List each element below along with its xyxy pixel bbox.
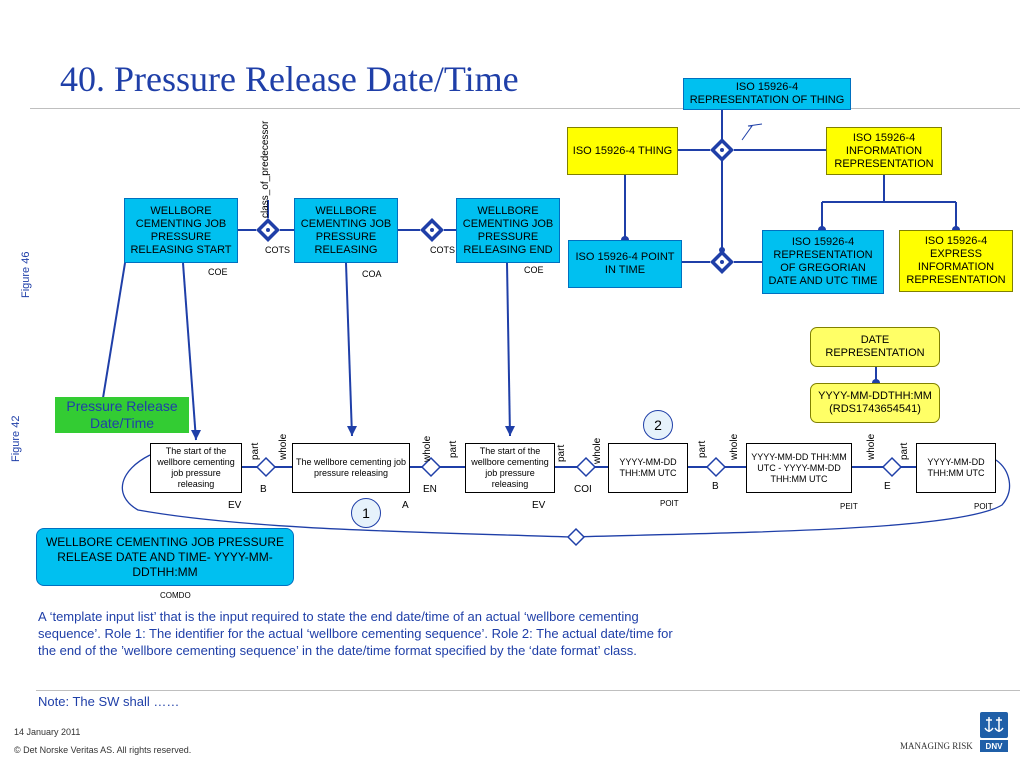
wellbore-releasing-box: WELLBORE CEMENTING JOB PRESSURE RELEASIN… [294,198,398,263]
coi-label: COI [574,484,592,495]
figure-46-label: Figure 46 [20,251,32,298]
whole-label: whole [422,435,433,462]
description-text: A ‘template input list’ that is the inpu… [38,609,673,658]
cots-label-1: COTS [265,245,291,255]
wellbore-end-box: WELLBORE CEMENTING JOB PRESSURE RELEASIN… [456,198,560,263]
wellbore-start-box: WELLBORE CEMENTING JOB PRESSURE RELEASIN… [124,198,238,263]
part-label: part [556,444,567,462]
role-1-circle: 1 [351,498,381,528]
iso-information-representation-box: ISO 15926-4 INFORMATION REPRESENTATION [826,127,942,175]
peit-label: PEIT [840,502,858,511]
b-label-2: B [712,481,719,492]
part-label: part [448,440,459,458]
cots-label-2: COTS [430,245,456,255]
dnv-logo-text: DNV [980,740,1008,752]
managing-risk-label: MANAGING RISK [900,741,973,751]
footer-copyright: © Det Norske Veritas AS. All rights rese… [14,745,192,755]
role-2-circle: 2 [643,410,673,440]
note-text: Note: The SW shall …… [38,694,180,709]
whole-label: whole [592,437,603,464]
b-label-1: B [260,484,267,495]
instance-end-box: The start of the wellbore cementing job … [465,443,555,493]
class-of-predecessor-label: class_of_predecessor [260,120,271,218]
note-rule [36,690,1020,691]
part-label: part [250,442,261,460]
comdo-label: COMDO [160,591,191,600]
instance-releasing-box: The wellbore cementing job pressure rele… [292,443,410,493]
iso-express-info-box: ISO 15926-4 EXPRESS INFORMATION REPRESEN… [899,230,1013,292]
en-label: EN [423,484,437,495]
iso-representation-of-thing-box: ISO 15926-4 REPRESENTATION OF THING [683,78,851,110]
pressure-release-date-time-box: Pressure Release Date/Time [55,397,189,433]
poit-label-1: POIT [660,499,679,508]
whole-label: whole [729,433,740,460]
whole-label: whole [278,433,289,460]
date-value-box: YYYY-MM-DDTHH:MM (RDS1743654541) [810,383,940,423]
iso-point-in-time-box: ISO 15926-4 POINT IN TIME [568,240,682,288]
date-period-box: YYYY-MM-DD THH:MM UTC - YYYY-MM-DD THH:M… [746,443,852,493]
dnv-logo-icon [980,712,1008,738]
a-label: A [402,500,409,511]
instance-start-box: The start of the wellbore cementing job … [150,443,242,493]
iso-gregorian-date-box: ISO 15926-4 REPRESENTATION OF GREGORIAN … [762,230,884,294]
iso-thing-box: ISO 15926-4 THING [567,127,678,175]
page-title: 40. Pressure Release Date/Time [60,59,519,99]
title-rule [30,108,1020,109]
ev-label-1: EV [228,500,242,511]
footer-date: 14 January 2011 [14,727,81,737]
whole-label: whole [866,433,877,460]
part-label: part [697,440,708,458]
date-representation-box: DATE REPRESENTATION [810,327,940,367]
figure-42-label: Figure 42 [10,415,22,462]
coa-label: COA [362,269,382,279]
part-label: part [899,442,910,460]
coe-label-2: COE [524,265,544,275]
date-instance-1-box: YYYY-MM-DD THH:MM UTC [608,443,688,493]
poit-label-2: POIT [974,502,993,511]
date-instance-2-box: YYYY-MM-DD THH:MM UTC [916,443,996,493]
ev-label-2: EV [532,500,546,511]
comdo-box: WELLBORE CEMENTING JOB PRESSURE RELEASE … [36,528,294,586]
e-label: E [884,481,891,492]
coe-label-1: COE [208,267,228,277]
